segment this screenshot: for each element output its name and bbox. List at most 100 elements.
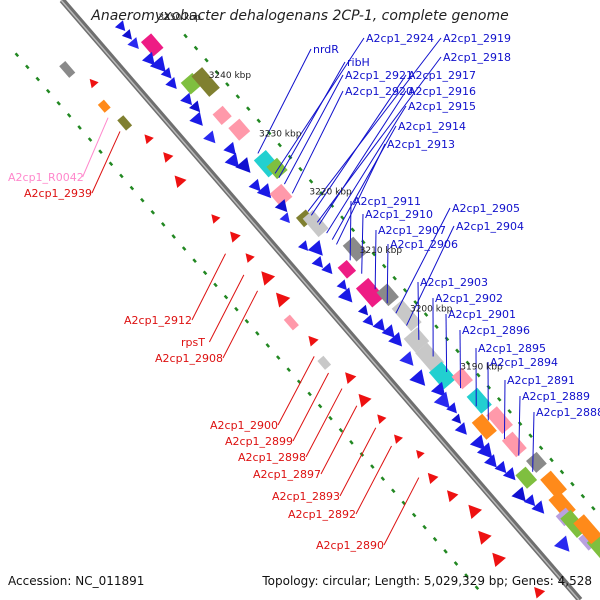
plus-gene-arrow <box>381 324 395 338</box>
minus-gene-label: A2cp1_2912 <box>124 314 192 327</box>
plus-gene-arrow <box>388 331 403 347</box>
plus-gene-arrow <box>235 157 251 173</box>
tick-dot <box>371 251 377 257</box>
plus-gene-arrow <box>121 29 132 40</box>
plus-gene-arrow <box>502 467 516 481</box>
plus-gene-label: A2cp1_2917 <box>408 69 476 82</box>
plus-gene-label: A2cp1_2910 <box>365 208 433 221</box>
plus-gene-box <box>403 327 430 353</box>
tick-dot <box>45 88 51 94</box>
tick-dot <box>411 512 417 518</box>
minus-gene-box <box>283 314 299 331</box>
plus-gene-arrow <box>399 351 414 366</box>
tick-dot <box>317 403 323 409</box>
plus-gene-label: A2cp1_2902 <box>435 292 503 305</box>
plus-leader-line <box>291 90 344 194</box>
tick-dot <box>235 94 241 99</box>
minus-leader-line <box>305 388 343 458</box>
plus-outer-block <box>191 67 220 97</box>
tick-dot <box>244 318 250 324</box>
plus-gene-box <box>228 118 251 141</box>
plus-gene-arrow <box>430 381 446 397</box>
tick-dot <box>308 179 314 184</box>
plus-gene-box <box>302 210 329 238</box>
plus-gene-arrow <box>223 141 236 155</box>
tick-dot <box>213 282 218 288</box>
plus-gene-arrow <box>307 240 323 256</box>
tick-dot <box>171 234 176 239</box>
plus-gene-label: A2cp1_2920 <box>345 85 413 98</box>
label-leader-lines <box>82 37 535 546</box>
minus-leader-line <box>277 356 315 426</box>
plus-leader-line <box>257 48 312 154</box>
feature-tracks <box>59 20 600 599</box>
plus-leader-line <box>459 329 462 389</box>
plus-gene-box <box>212 105 232 126</box>
plus-gene-label: A2cp1_2919 <box>443 32 511 45</box>
tick-dot <box>455 348 460 354</box>
tick-dot <box>277 142 282 148</box>
minus-gene-arrow <box>358 393 372 408</box>
tick-dot <box>129 185 135 191</box>
plus-gene-arrow <box>451 413 462 424</box>
tick-dot <box>538 445 544 451</box>
plus-gene-arrow <box>484 454 497 468</box>
tick-dot <box>328 415 333 421</box>
plus-leader-line <box>307 37 442 212</box>
minus-gene-box <box>97 99 111 113</box>
minus-gene-box <box>59 61 76 78</box>
tick-dot <box>183 33 188 39</box>
plus-gene-arrow <box>553 535 570 552</box>
tick-dot <box>77 125 82 130</box>
scale-label: 3240 kbp <box>209 71 252 81</box>
tick-dot <box>443 549 448 554</box>
plus-gene-arrow <box>224 152 240 168</box>
minus-leader-line <box>191 253 226 321</box>
plus-gene-arrow <box>114 20 126 32</box>
tick-dot <box>98 149 103 155</box>
minus-leader-line <box>222 290 259 359</box>
plus-gene-arrow <box>523 494 536 507</box>
minus-gene-arrow <box>245 253 255 263</box>
tick-dot <box>391 488 396 494</box>
tick-dot <box>202 270 208 276</box>
tick-dot <box>496 397 502 402</box>
minus-gene-arrow <box>492 552 506 568</box>
minus-leader-line <box>91 131 121 194</box>
plus-gene-arrow <box>321 262 333 275</box>
plus-leader-line <box>349 200 352 261</box>
minus-gene-arrow <box>163 152 174 163</box>
plus-gene-label: A2cp1_2918 <box>443 51 511 64</box>
minus-gene-arrow <box>144 134 154 145</box>
plus-gene-label: nrdR <box>313 43 339 56</box>
tick-dot <box>214 70 220 75</box>
tick-dot <box>140 197 145 203</box>
minus-leader-line <box>383 477 420 546</box>
plus-gene-label: ribH <box>347 56 370 69</box>
tick-dot <box>119 173 124 179</box>
minus-gene-arrow <box>211 214 221 224</box>
minus-gene-arrow <box>174 175 187 188</box>
minus-gene-arrow <box>427 472 439 485</box>
tick-dot <box>474 585 480 591</box>
tick-dot <box>225 82 230 87</box>
plus-gene-arrow <box>203 130 216 144</box>
plus-gene-box <box>140 33 164 57</box>
plus-gene-label: A2cp1_2895 <box>478 342 546 355</box>
plus-leader-line <box>417 281 420 340</box>
plus-gene-label: A2cp1_2913 <box>387 138 455 151</box>
tick-dot <box>432 536 438 542</box>
plus-gene-arrow <box>446 402 457 414</box>
plus-outer-block <box>266 157 288 180</box>
tick-dot <box>192 258 197 264</box>
tick-dot <box>476 372 481 378</box>
tick-dot <box>87 137 93 142</box>
plus-gene-label: A2cp1_2894 <box>490 356 558 369</box>
plus-leader-line <box>406 225 455 326</box>
tick-dot <box>66 113 72 118</box>
plus-gene-box <box>428 361 457 390</box>
plus-outer-block <box>526 451 547 473</box>
plus-gene-arrow <box>189 100 201 113</box>
plus-gene-label: A2cp1_2914 <box>398 120 466 133</box>
